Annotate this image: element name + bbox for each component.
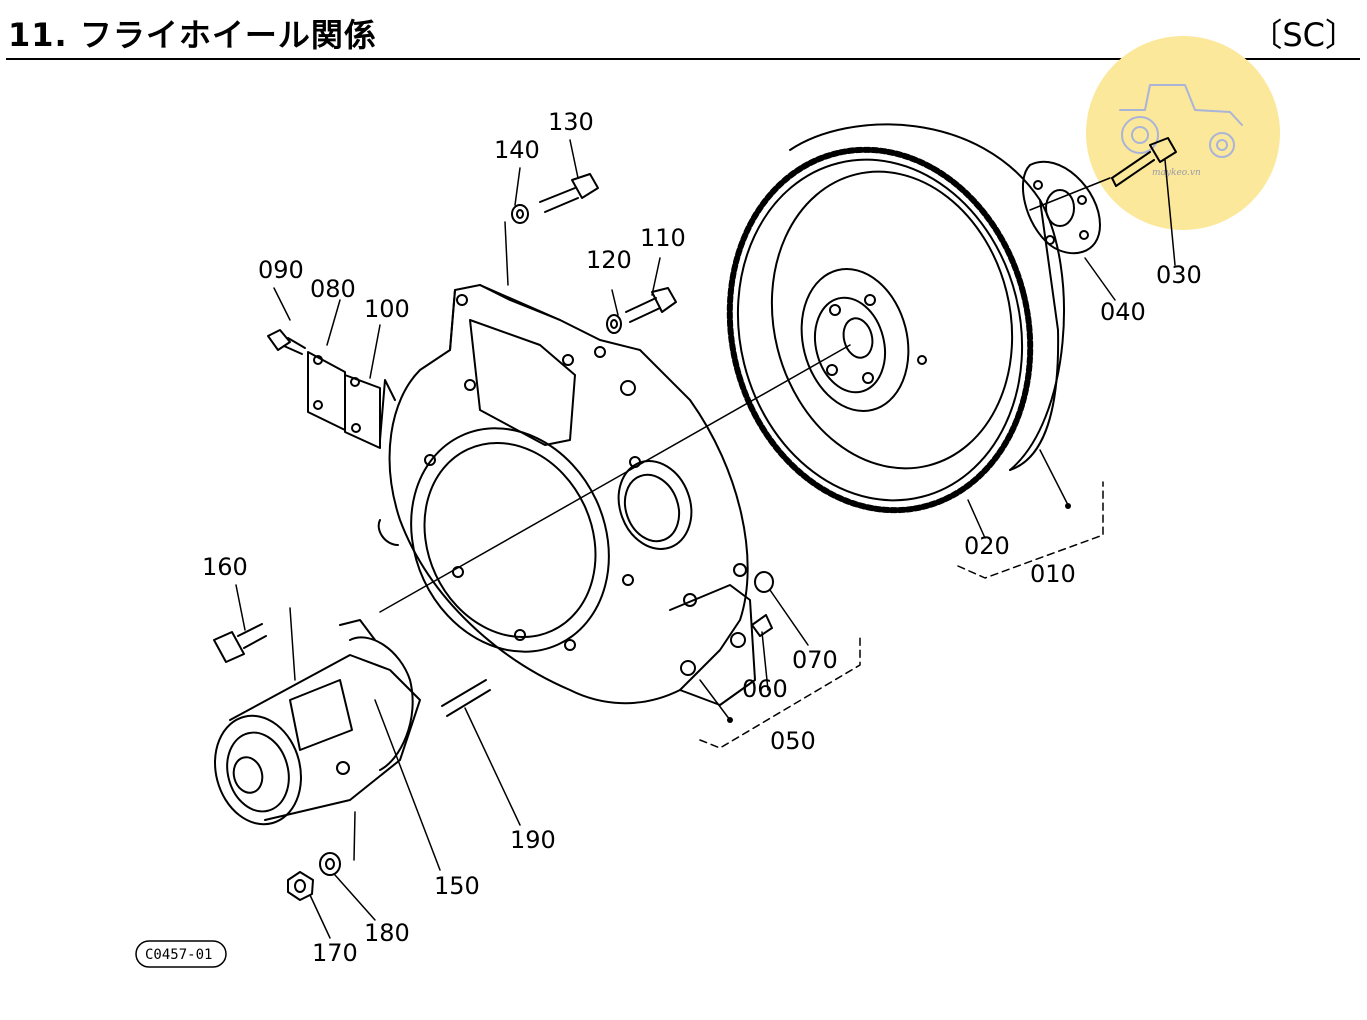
callout-140: 140 [494, 136, 540, 164]
cover-plate-100 [344, 374, 381, 449]
bolt-090 [267, 329, 306, 355]
bolt-030 [1111, 137, 1177, 187]
gasket-080 [307, 351, 346, 431]
header-rule [6, 58, 1360, 60]
callout-070: 070 [792, 646, 838, 674]
callout-190: 190 [510, 826, 556, 854]
washer-120 [606, 314, 622, 334]
callout-010: 010 [1030, 560, 1076, 588]
callout-030: 030 [1156, 261, 1202, 289]
callout-090: 090 [258, 256, 304, 284]
flywheel-housing [377, 284, 756, 706]
plug-070 [754, 571, 774, 593]
bolt-110 [625, 287, 677, 323]
callout-100: 100 [364, 295, 410, 323]
callout-120: 120 [586, 246, 632, 274]
callout-150: 150 [434, 872, 480, 900]
callout-060: 060 [742, 675, 788, 703]
plate-040 [1021, 160, 1101, 255]
leader-lines [235, 139, 1176, 939]
reference-code: C0457-01 [145, 947, 212, 963]
bolt-160 [213, 623, 267, 663]
callout-labels: 130 140 110 120 090 080 100 030 040 020 … [202, 108, 1202, 967]
washer-180 [319, 852, 341, 876]
watermark-logo: maykeo.vn [1086, 36, 1280, 230]
page-title: 11. フライホイール関係 [8, 16, 377, 54]
starter-motor [214, 619, 421, 826]
watermark-text: maykeo.vn [1152, 168, 1201, 178]
page-header: 11. フライホイール関係 〔SC〕 [0, 0, 1367, 62]
callout-180: 180 [364, 919, 410, 947]
assembly-brackets [699, 481, 1104, 749]
callout-110: 110 [640, 224, 686, 252]
washer-140 [511, 204, 529, 224]
model-code: 〔SC〕 [1250, 16, 1357, 54]
callout-130: 130 [548, 108, 594, 136]
callout-080: 080 [310, 275, 356, 303]
bolt-130 [539, 173, 599, 213]
callout-160: 160 [202, 553, 248, 581]
callout-020: 020 [964, 532, 1010, 560]
callout-050: 050 [770, 727, 816, 755]
callout-170: 170 [312, 939, 358, 967]
flywheel [726, 123, 1065, 514]
stud-190 [441, 679, 491, 717]
nut-170 [287, 871, 314, 901]
pin-060 [751, 614, 773, 637]
reference-tag: C0457-01 [135, 940, 227, 968]
callout-040: 040 [1100, 298, 1146, 326]
